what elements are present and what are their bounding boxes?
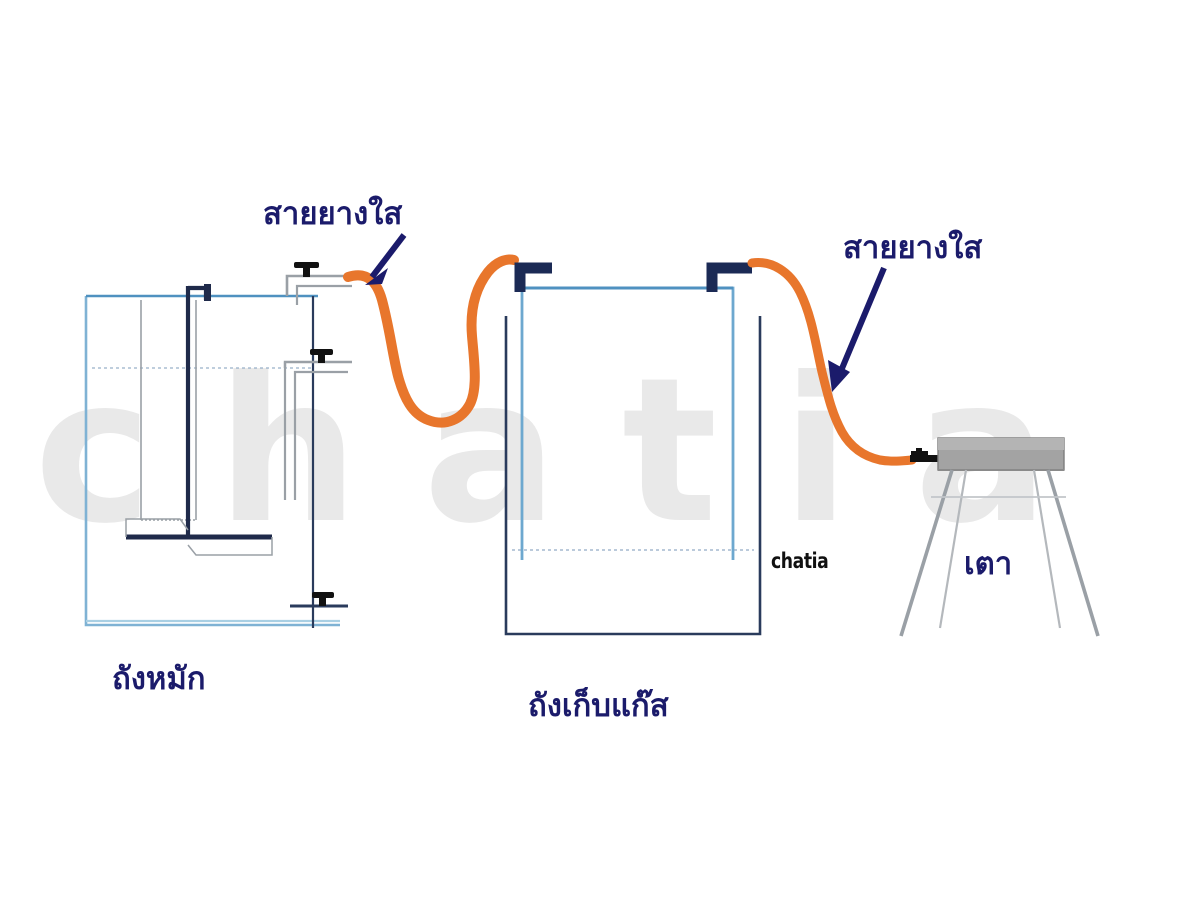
label-stove: เตา — [964, 546, 1013, 582]
fermentation-tank — [84, 262, 355, 628]
arrow-to-left-hose — [365, 233, 407, 285]
watermark-credit: chatia — [771, 549, 829, 573]
label-hose-left: สายยางใส — [263, 196, 403, 232]
gas-storage-tank — [504, 262, 762, 636]
gas-stove — [899, 437, 1100, 637]
stove-nozzle — [910, 448, 942, 462]
watermark-background: chatia — [34, 335, 1114, 568]
fermenter-middle-valve — [283, 349, 352, 500]
label-fermentation-tank: ถังหมัก — [112, 661, 206, 697]
fermenter-top-valve — [285, 262, 355, 305]
label-gas-storage-tank: ถังเก็บแก๊ส — [528, 688, 669, 724]
hose-gastank-to-stove — [747, 258, 917, 466]
hose-fermenter-to-gastank — [343, 254, 519, 428]
label-hose-right: สายยางใส — [843, 230, 983, 266]
fermenter-bottom-valve — [290, 592, 348, 608]
arrow-to-right-hose — [828, 266, 887, 392]
